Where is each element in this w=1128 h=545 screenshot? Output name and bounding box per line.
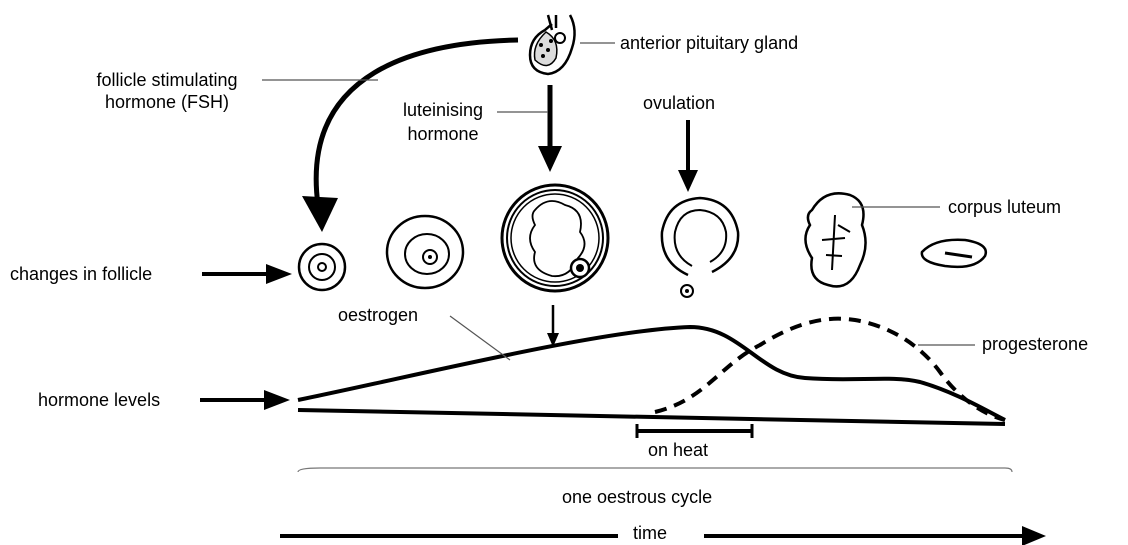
time-label: time xyxy=(633,522,667,544)
hormone-baseline xyxy=(298,410,1005,424)
hormone-levels-label: hormone levels xyxy=(38,389,160,411)
on-heat-label: on heat xyxy=(648,439,708,461)
follicle-stage-2 xyxy=(387,216,463,288)
cycle-brace xyxy=(298,468,1012,472)
progesterone-label: progesterone xyxy=(982,333,1088,355)
fsh-label-line1: follicle stimulating xyxy=(72,69,262,91)
regressed-body xyxy=(922,240,986,267)
lh-label-line1: luteinising xyxy=(389,99,497,121)
changes-in-follicle-label: changes in follicle xyxy=(10,263,152,285)
follicle-stage-4 xyxy=(662,198,738,297)
pituitary-gland xyxy=(530,15,575,74)
oestrogen-curve xyxy=(298,327,1005,420)
lh-label-line2: hormone xyxy=(389,123,497,145)
corpus-luteum-label: corpus luteum xyxy=(948,196,1061,218)
oestrogen-leader-a xyxy=(450,316,510,360)
oestrous-cycle-label: one oestrous cycle xyxy=(562,486,712,508)
follicle-stage-3 xyxy=(502,185,608,291)
follicle-stage-1 xyxy=(299,244,345,290)
oestrogen-label: oestrogen xyxy=(338,304,418,326)
fsh-label-line2: hormone (FSH) xyxy=(72,91,262,113)
anterior-pituitary-label: anterior pituitary gland xyxy=(620,32,798,54)
on-heat-bracket xyxy=(637,424,752,438)
progesterone-curve xyxy=(655,319,1005,420)
ovulation-label: ovulation xyxy=(643,92,715,114)
